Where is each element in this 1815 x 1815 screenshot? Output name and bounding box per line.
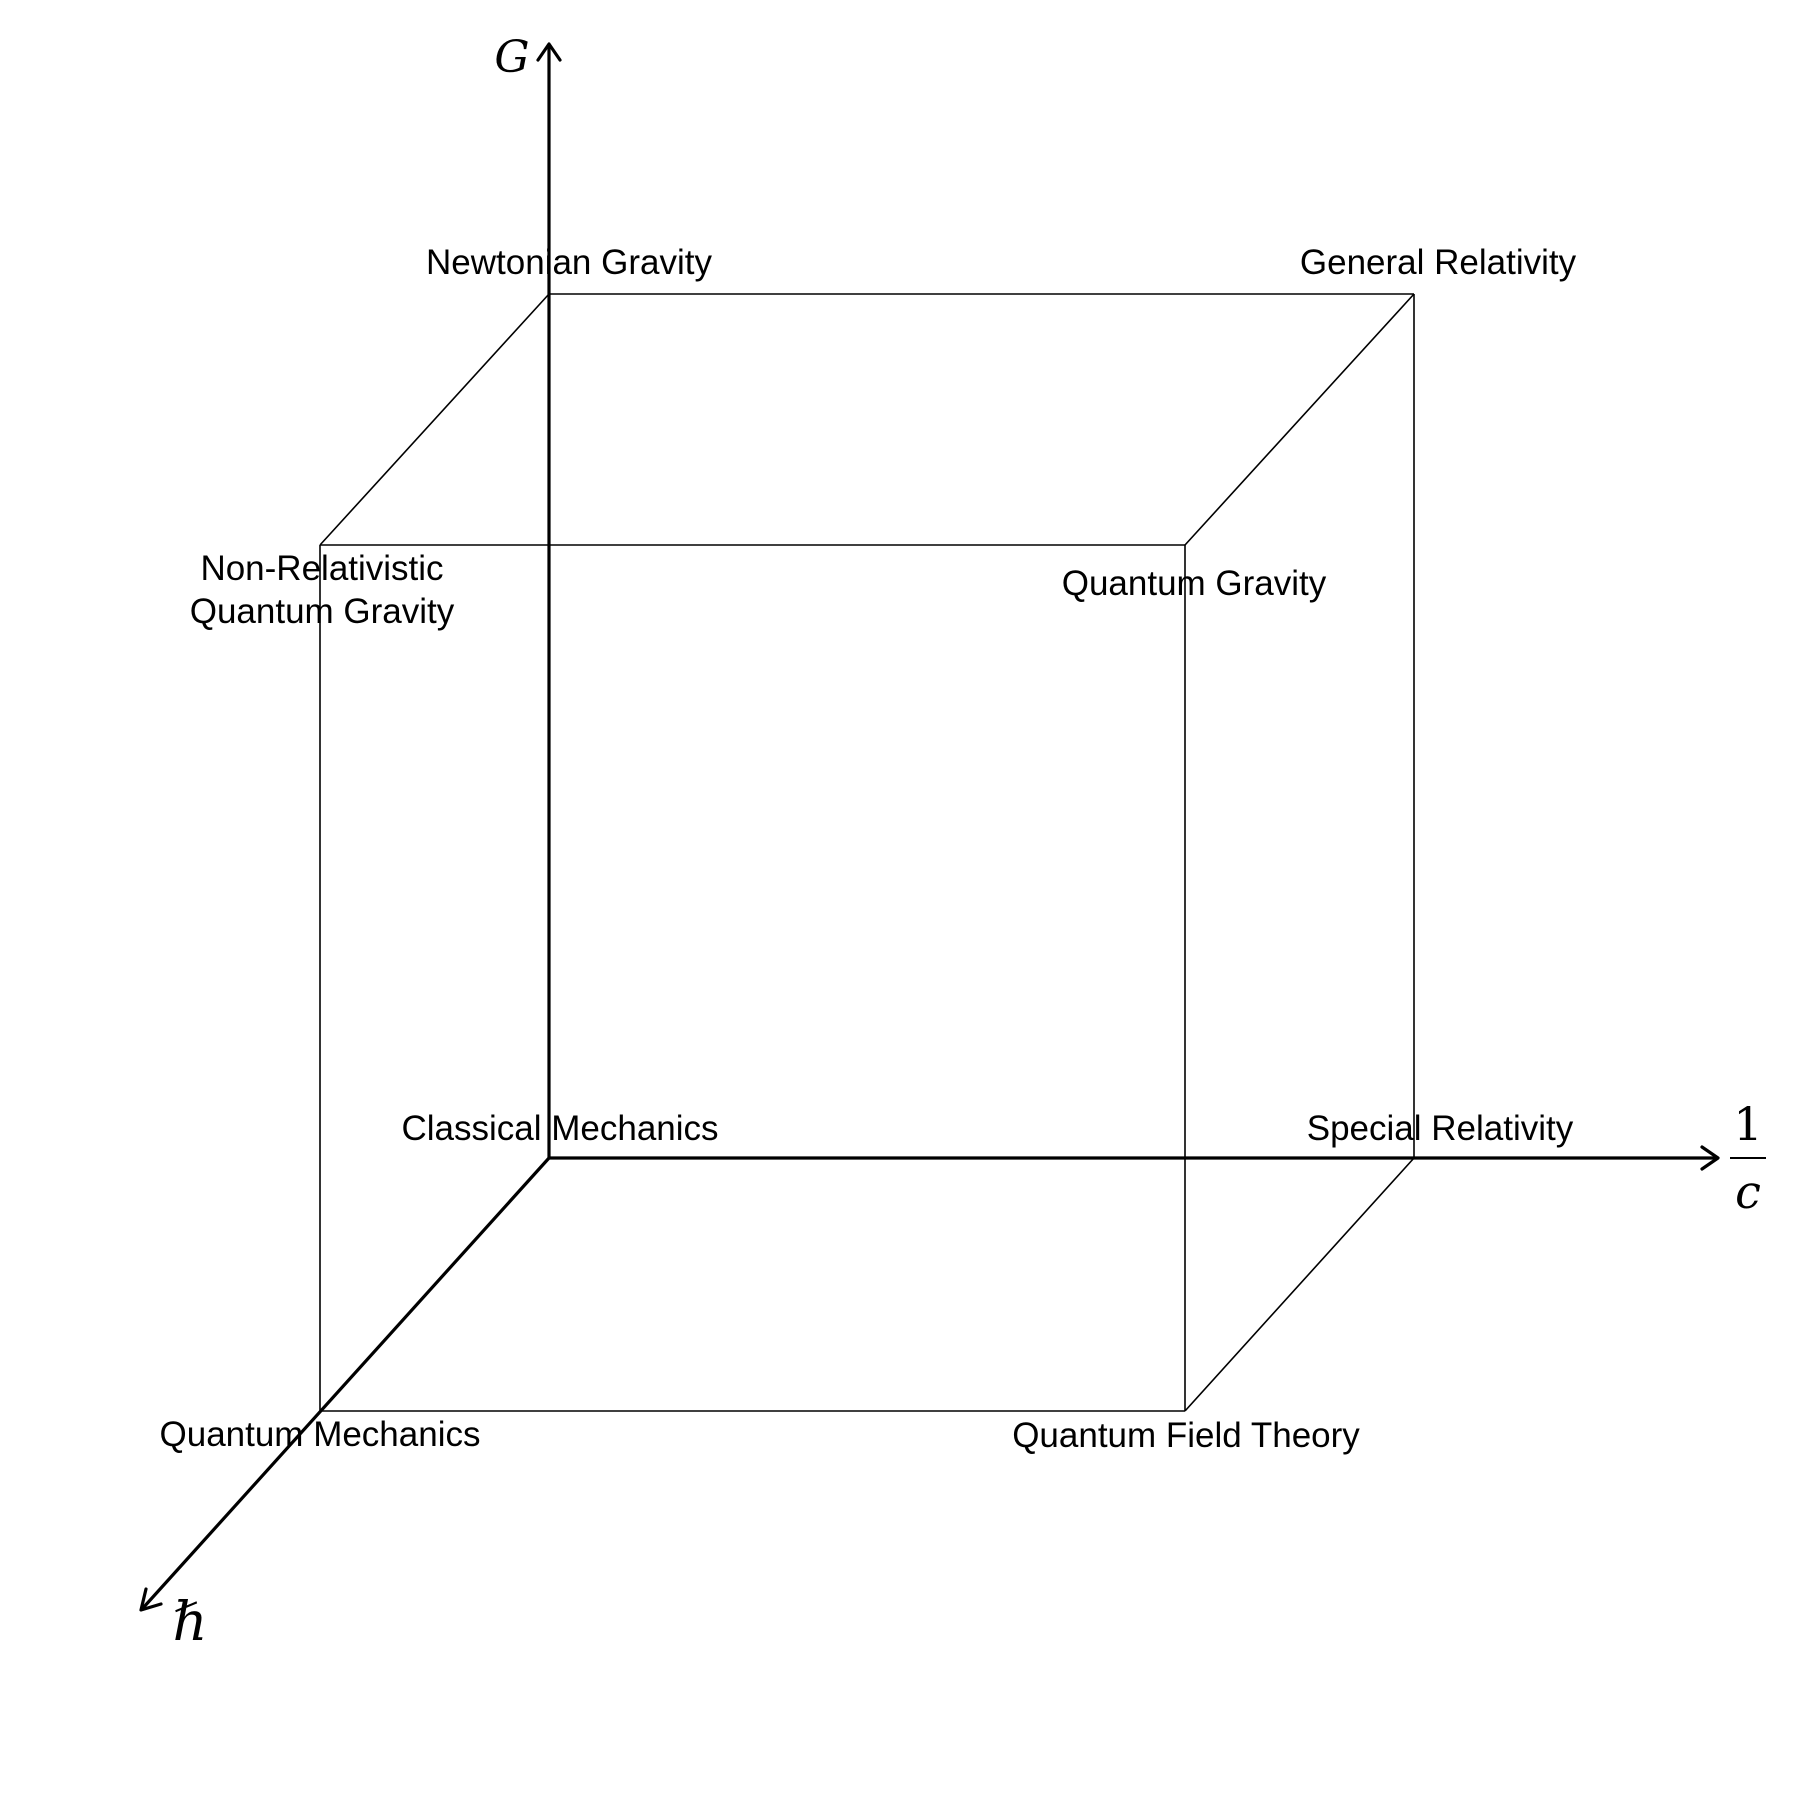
axis-inverse-c-denominator: c [1735, 1165, 1761, 1219]
axis-g-label: G [494, 32, 529, 83]
axis-hbar-line [141, 1156, 551, 1610]
edge-depth-top-right [1184, 293, 1415, 546]
label-newtonian-gravity: Newtonian Gravity [426, 243, 712, 282]
label-general-relativity: General Relativity [1300, 243, 1577, 282]
label-classical-mechanics: Classical Mechanics [401, 1109, 718, 1148]
axis-hbar-arrowhead [139, 1587, 163, 1612]
edge-depth-bottom-right [1184, 1157, 1415, 1412]
axis-g-arrowhead [536, 42, 562, 62]
label-non-relativistic-line-1: Non-Relativistic [200, 549, 443, 588]
axis-hbar-label: ℏ [173, 1590, 208, 1653]
label-special-relativity: Special Relativity [1307, 1109, 1574, 1148]
edge-depth-top-left [319, 293, 550, 546]
axis-inverse-c-label: 1 c [1730, 1097, 1766, 1219]
label-quantum-gravity: Quantum Gravity [1062, 564, 1327, 603]
cube-edges [319, 293, 1415, 1412]
axis-inverse-c-numerator: 1 [1733, 1097, 1762, 1151]
label-quantum-mechanics: Quantum Mechanics [160, 1415, 481, 1454]
label-quantum-field-theory: Quantum Field Theory [1012, 1416, 1360, 1455]
axes [139, 42, 1720, 1612]
corner-labels: Newtonian Gravity General Relativity Non… [160, 243, 1577, 1455]
axis-inverse-c-arrowhead [1700, 1145, 1720, 1171]
label-non-relativistic-line-2: Quantum Gravity [190, 592, 455, 631]
